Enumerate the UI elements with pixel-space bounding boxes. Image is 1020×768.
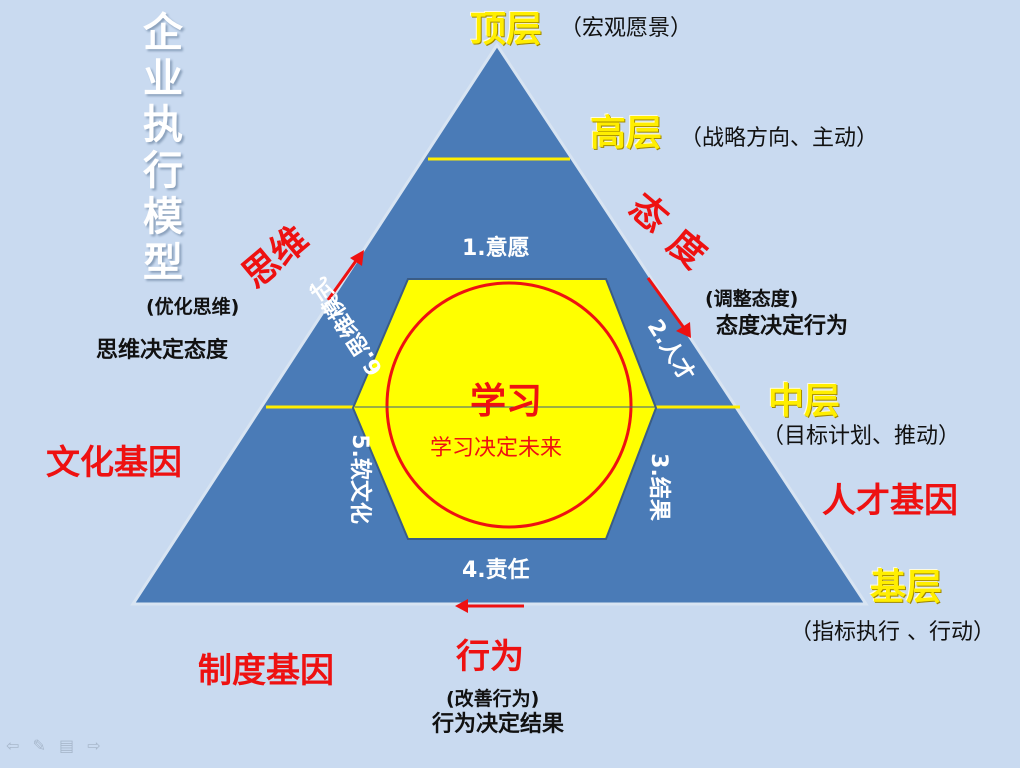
- learning-hexagon: [351, 278, 658, 540]
- system-gene: 制度基因: [198, 651, 334, 691]
- title-char: 模: [143, 194, 183, 240]
- behavior-label: 行为: [456, 637, 524, 677]
- top-level-desc: （宏观愿景）: [560, 16, 693, 41]
- menu-icon[interactable]: ▤: [59, 736, 75, 755]
- middle-level-label: 中层: [768, 381, 841, 422]
- thinking-rule: 思维决定态度: [96, 338, 229, 363]
- high-level-label: 高层: [590, 113, 663, 154]
- top-level-label: 顶层: [470, 9, 543, 50]
- slide-nav: ⇦ ✎ ▤ ⇨: [6, 736, 109, 755]
- item-willing: 1.意愿: [462, 236, 530, 261]
- talent-gene: 人才基因: [822, 481, 958, 521]
- title-char: 行: [143, 148, 183, 194]
- title-char: 企: [143, 10, 183, 56]
- thinking-sub: (优化思维): [146, 296, 240, 318]
- item-soft-culture: 5.软文化: [346, 434, 372, 524]
- center-title: 学习: [470, 381, 543, 422]
- back-icon[interactable]: ⇦: [6, 736, 20, 755]
- item-responsibility: 4.责任: [462, 558, 530, 583]
- learning-circle: [385, 281, 633, 529]
- behavior-arrow: [455, 599, 524, 613]
- model-title: 企 业 执 行 模 型: [140, 10, 186, 286]
- item-result: 3.结果: [645, 453, 671, 521]
- title-char: 型: [143, 240, 183, 286]
- behavior-rule: 行为决定结果: [432, 712, 565, 737]
- forward-icon[interactable]: ⇨: [87, 736, 101, 755]
- center-subtitle: 学习决定未来: [430, 436, 563, 461]
- title-char: 执: [143, 102, 183, 148]
- attitude-arrow: [646, 277, 691, 338]
- culture-gene: 文化基因: [46, 443, 182, 483]
- middle-level-desc: （目标计划、推动）: [762, 424, 961, 449]
- thinking-arrow: [326, 250, 364, 301]
- behavior-sub: (改善行为): [446, 688, 540, 710]
- base-level-desc: （指标执行 、行动）: [790, 620, 995, 645]
- pen-icon[interactable]: ✎: [32, 736, 46, 755]
- title-char: 业: [143, 56, 183, 102]
- base-level-label: 基层: [870, 567, 943, 608]
- attitude-rule: 态度决定行为: [716, 314, 849, 339]
- attitude-sub: (调整态度): [705, 288, 799, 310]
- high-level-desc: （战略方向、主动）: [680, 126, 879, 151]
